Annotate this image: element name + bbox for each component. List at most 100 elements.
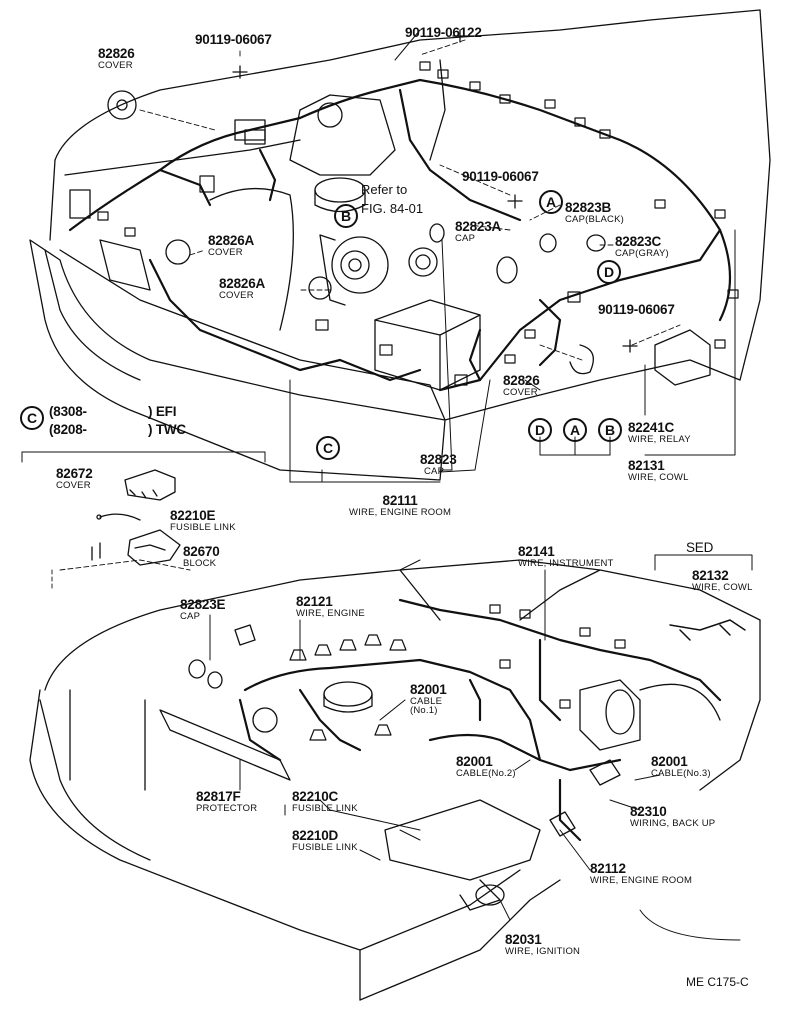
bottom-wiring-harness [238, 598, 722, 842]
part-number: 82310 [630, 804, 667, 819]
part-number: 82111 [382, 493, 418, 508]
part-82001-no3: 82001 CABLE(No.3) [651, 755, 711, 778]
marker-b: B [334, 204, 358, 228]
part-number: 82001 [651, 754, 688, 769]
marker-b-2: B [598, 418, 622, 442]
part-number: 82210E [170, 508, 216, 523]
part-number: 82121 [296, 594, 333, 609]
sed-label: SED [686, 540, 714, 555]
part-82141: 82141 WIRE, INSTRUMENT [518, 545, 614, 568]
part-82823a: 82823A CAP [455, 220, 501, 243]
part-name: WIRE, RELAY [628, 433, 691, 445]
bottom-spark-boots [289, 604, 626, 741]
inset-parts [51, 469, 191, 591]
top-engine-components [107, 29, 711, 391]
top-connectors [97, 61, 739, 386]
marker-c-variants: C [20, 406, 44, 430]
part-name: WIRING, BACK UP [630, 817, 716, 829]
part-90119-06122: 90119-06122 [405, 26, 482, 40]
part-name: WIRE, COWL [628, 471, 689, 483]
part-number: 82210C [292, 789, 339, 804]
part-number: 82131 [628, 458, 665, 473]
marker-d-2: D [528, 418, 552, 442]
part-number: 90119-06067 [462, 169, 539, 184]
part-number: 82132 [692, 568, 729, 583]
variant-row1-suffix: ) EFI [148, 404, 177, 419]
part-82826-mid: 82826 COVER [503, 374, 540, 397]
part-number: 82672 [56, 466, 93, 481]
part-82823: 82823 CAP [420, 453, 457, 476]
top-wiring-harness [68, 78, 732, 392]
part-number: 90119-06067 [195, 32, 272, 47]
part-82132: 82132 WIRE, COWL [692, 569, 753, 592]
variant-row2-code: (8208- [49, 422, 87, 437]
refer-line2: FIG. 84-01 [361, 201, 424, 216]
part-number: 82823 [420, 452, 457, 467]
part-82210c: 82210C FUSIBLE LINK [292, 790, 358, 813]
part-name: COVER [208, 246, 243, 258]
bottom-vehicle-body [29, 559, 761, 1001]
marker-a-2: A [563, 418, 587, 442]
part-82112: 82112 WIRE, ENGINE ROOM [590, 862, 692, 885]
part-name: COVER [56, 479, 91, 491]
part-82670: 82670 BLOCK [183, 545, 220, 568]
section-separators [21, 451, 753, 571]
part-number: 82001 [456, 754, 493, 769]
bottom-leader-lines [209, 559, 741, 941]
marker-a: A [539, 190, 563, 214]
part-name: COVER [219, 289, 254, 301]
part-82001-no2: 82001 CABLE(No.2) [456, 755, 516, 778]
part-name: WIRE, IGNITION [505, 945, 581, 957]
part-82823c: 82823C CAP(GRAY) [615, 235, 669, 258]
part-82131: 82131 WIRE, COWL [628, 459, 689, 482]
part-number: 90119-06122 [405, 25, 482, 40]
part-number: 82031 [505, 932, 542, 947]
part-name: CABLE [410, 695, 443, 707]
part-number: 82823B [565, 200, 612, 215]
part-name: WIRE, COWL [692, 581, 753, 593]
part-number: 82141 [518, 544, 555, 559]
part-name: CAP [455, 232, 476, 244]
sed-cowl-wire [669, 619, 746, 641]
part-name: WIRE, ENGINE [296, 607, 365, 619]
part-number: 82826A [208, 233, 255, 248]
refer-fig: FIG. 84-01 [361, 202, 423, 215]
part-name: COVER [98, 59, 133, 71]
part-number: 82826 [503, 373, 540, 388]
part-90119-06067-b: 90119-06067 [462, 170, 539, 184]
part-82817f: 82817F PROTECTOR [196, 790, 257, 813]
top-leader-lines [139, 39, 681, 361]
part-name: FUSIBLE LINK [170, 521, 236, 533]
refer-note: Refer to [361, 183, 407, 196]
part-number: 82823E [180, 597, 226, 612]
part-number: 82670 [183, 544, 220, 559]
part-name: COVER [503, 386, 538, 398]
part-name: CABLE(No.2) [456, 767, 516, 779]
part-number: 82241C [628, 420, 675, 435]
part-name: CAP [180, 610, 201, 622]
part-82826a-1: 82826A COVER [208, 234, 254, 257]
part-name: PROTECTOR [196, 802, 258, 814]
part-82310: 82310 WIRING, BACK UP [630, 805, 715, 828]
part-82210d: 82210D FUSIBLE LINK [292, 829, 358, 852]
part-number: 90119-06067 [598, 302, 675, 317]
part-number: 82112 [590, 861, 626, 876]
part-82121: 82121 WIRE, ENGINE [296, 595, 365, 618]
part-name: WIRE, ENGINE ROOM [590, 874, 693, 886]
marker-c-2: C [316, 436, 340, 460]
part-name: FUSIBLE LINK [292, 802, 358, 814]
part-82031: 82031 WIRE, IGNITION [505, 933, 580, 956]
part-name: BLOCK [183, 557, 217, 569]
top-vehicle-body [29, 9, 771, 481]
part-name: FUSIBLE LINK [292, 841, 358, 853]
part-number: 82823C [615, 234, 662, 249]
part-name: CAP(GRAY) [615, 247, 669, 259]
part-82823b: 82823B CAP(BLACK) [565, 201, 624, 224]
part-82241c: 82241C WIRE, RELAY [628, 421, 691, 444]
variant-row2-suffix: ) TWC [148, 422, 186, 437]
part-number: 82817F [196, 789, 241, 804]
part-number: 82001 [410, 682, 447, 697]
part-number: 82826A [219, 276, 266, 291]
refer-line1: Refer to [361, 182, 408, 197]
